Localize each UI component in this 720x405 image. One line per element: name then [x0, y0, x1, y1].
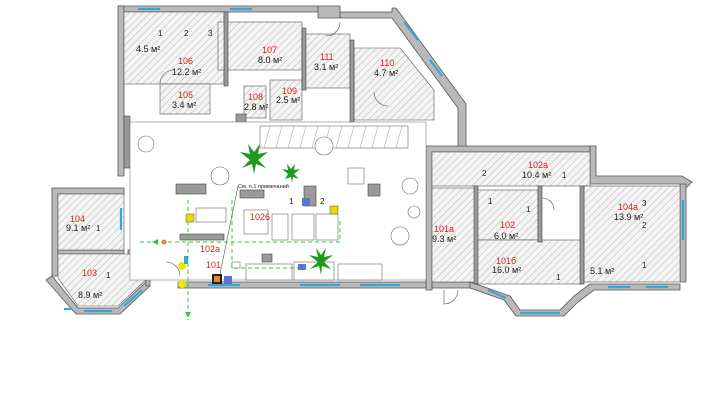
- svg-text:2: 2: [642, 221, 647, 230]
- svg-text:1: 1: [106, 271, 111, 280]
- tables: [137, 135, 421, 281]
- room-number: 1026: [250, 212, 270, 222]
- room-number: 101a: [434, 224, 454, 234]
- room-area: 8.0 м²: [258, 55, 282, 65]
- room-area: 12.2 м²: [172, 67, 201, 77]
- room-number: 101б: [496, 256, 516, 266]
- room-number: 101: [206, 260, 221, 270]
- svg-text:3: 3: [642, 199, 647, 208]
- seat-numbers: 1 2 3 1 1 1 2 1 2 1 3 2 1 1 1: [96, 29, 647, 282]
- room-number: 106: [178, 56, 193, 66]
- room-area: 13.9 м²: [614, 212, 643, 222]
- note-label: См. п.1 примечаний: [238, 183, 289, 190]
- room-area: 10.4 м²: [522, 170, 551, 180]
- main-hall: [129, 121, 427, 281]
- room-number: 109: [282, 86, 297, 96]
- room-number: 103: [82, 268, 97, 278]
- note-leader: [219, 185, 239, 275]
- room-area: 3.4 м²: [172, 100, 196, 110]
- svg-text:1: 1: [158, 29, 163, 38]
- room-number: 104a: [618, 202, 638, 212]
- svg-text:1: 1: [556, 273, 561, 282]
- svg-text:1: 1: [96, 224, 101, 233]
- windows: [64, 7, 685, 315]
- room-area: 6.0 м²: [494, 231, 518, 241]
- svg-text:2: 2: [482, 169, 487, 178]
- room-number: 104: [70, 214, 85, 224]
- room-area: 2.5 м²: [276, 95, 300, 105]
- room-number: 111: [320, 52, 334, 62]
- room-area: 3.1 м²: [314, 62, 338, 72]
- svg-text:1: 1: [488, 197, 493, 206]
- room-area: 9.1 м²: [66, 223, 90, 233]
- room-area: 16.0 м²: [492, 265, 521, 275]
- svg-text:1: 1: [642, 261, 647, 270]
- svg-text:2: 2: [184, 29, 189, 38]
- svg-text:1: 1: [289, 197, 294, 206]
- room-labels: 4.5 м² 106 12.2 м² 105 3.4 м² 107 8.0 м²…: [66, 44, 643, 300]
- room-area: 4.7 м²: [374, 68, 398, 78]
- service-rooms: [57, 11, 681, 307]
- room-number: 102a: [200, 244, 220, 254]
- room-area: 5.1 м²: [590, 266, 614, 276]
- bar-counter: [259, 125, 409, 149]
- room-number: 110: [380, 58, 394, 68]
- svg-text:1: 1: [562, 171, 567, 180]
- doors: [159, 21, 555, 305]
- room-number: 108: [248, 92, 263, 102]
- plant-icon: [240, 144, 333, 275]
- room-area: 2.8 м²: [244, 102, 268, 112]
- room-number: 102a: [528, 160, 548, 170]
- room-number: 105: [178, 90, 193, 100]
- room-area: 4.5 м²: [136, 44, 160, 54]
- room-area: 9.3 м²: [432, 234, 456, 244]
- room-number: 102: [500, 220, 515, 230]
- svg-text:1: 1: [526, 205, 531, 214]
- svg-text:3: 3: [208, 29, 213, 38]
- room-number: 107: [262, 45, 277, 55]
- room-area: 8.9 м²: [78, 290, 102, 300]
- svg-text:2: 2: [320, 197, 325, 206]
- safety-markers: [161, 198, 339, 288]
